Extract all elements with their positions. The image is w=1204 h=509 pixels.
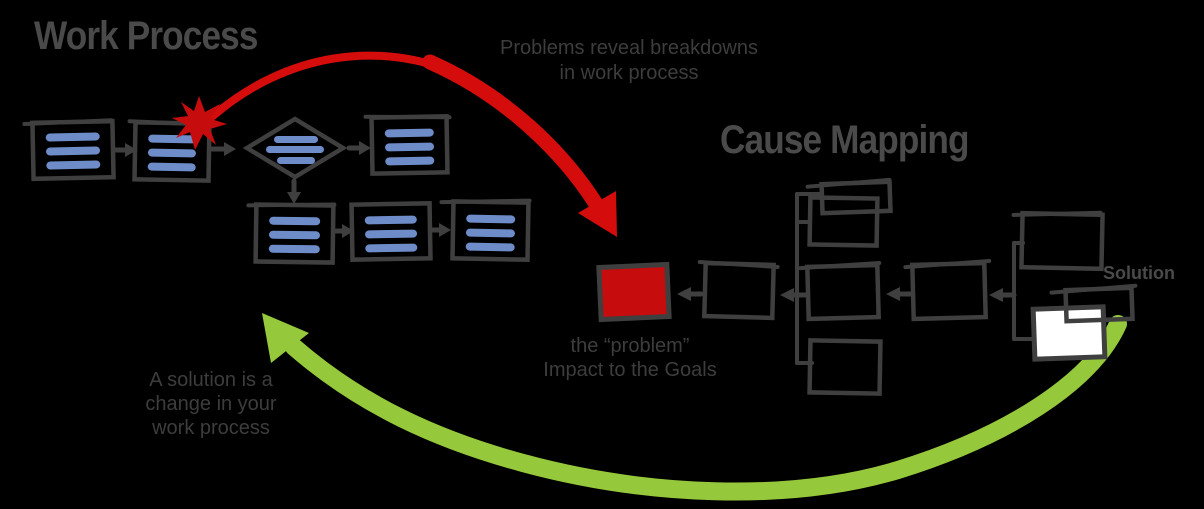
text-line-glyph [465, 242, 515, 252]
problem-box-red [596, 261, 672, 323]
process-step-6 [439, 198, 532, 262]
flow-arrow-right-icon [224, 142, 236, 156]
cause-box-6 [1011, 210, 1105, 272]
text-line-glyph [268, 230, 320, 240]
problems-annotation: Problems reveal breakdowns in work proce… [479, 36, 779, 86]
cause-arrow-left-icon [886, 287, 900, 301]
annotation-line: Problems reveal breakdowns [500, 37, 758, 59]
text-line-glyph [46, 160, 101, 170]
text-line-glyph [147, 148, 196, 158]
caption-line: the “problem” [570, 335, 690, 357]
diamond-shape [242, 116, 348, 180]
process-step-2 [127, 119, 215, 183]
cause-box [909, 260, 989, 322]
red-problem-box [596, 261, 672, 323]
green-solution-box [1063, 285, 1135, 324]
text-line-glyph [147, 162, 196, 172]
text-line-glyph [365, 243, 418, 253]
green-arrowhead-icon [262, 313, 309, 363]
text-line-glyph [46, 146, 101, 156]
problem-caption: the “problem” Impact to the Goals [505, 334, 755, 382]
cause-box-3 [798, 261, 882, 322]
text-line-glyph [365, 229, 418, 239]
red-arrow-body [422, 54, 604, 212]
flow-arrow-right-icon [439, 223, 451, 237]
text-line-glyph [385, 156, 435, 166]
sketch-stroke [439, 198, 532, 205]
white-solution-box [1030, 304, 1108, 362]
process-step-4 [246, 202, 337, 265]
text-line-glyph [45, 132, 100, 142]
solution-annotation: A solution is a change in your work proc… [110, 368, 312, 440]
cause-mapping-title: Cause Mapping [720, 118, 970, 162]
cause-box [807, 338, 883, 396]
solution-box-green [1049, 283, 1138, 324]
solution-label: Solution [1103, 263, 1175, 283]
sketch-stroke [697, 259, 780, 270]
text-line-glyph [385, 142, 435, 152]
flow-arrow-right-icon [359, 141, 371, 155]
process-step-3 [363, 114, 452, 176]
text-line-glyph [148, 134, 197, 144]
sketch-stroke [1011, 210, 1103, 217]
sketch-stroke [798, 261, 882, 271]
cause-box [1019, 210, 1105, 272]
cause-arrow-left-icon [989, 288, 1003, 302]
annotation-line: in work process [559, 62, 699, 84]
process-step-5 [349, 201, 433, 262]
cause-arrow-left-icon [677, 287, 691, 301]
text-line-glyph [466, 214, 516, 224]
cause-box [805, 262, 881, 322]
flow-arrow-right-icon [125, 143, 137, 157]
annotation-line: A solution is a [149, 369, 273, 391]
flow-arrow-down-icon [287, 192, 301, 204]
sketch-stroke [363, 114, 452, 120]
text-line-glyph [274, 136, 318, 143]
process-step-1 [22, 118, 116, 182]
text-line-glyph [266, 146, 324, 153]
sketch-stroke [246, 202, 337, 208]
problem-starburst-icon [172, 96, 227, 150]
decision-diamond [242, 116, 348, 180]
text-line-glyph [384, 128, 434, 138]
caption-line: Impact to the Goals [543, 359, 717, 381]
cause-arrow-left-icon [780, 288, 794, 302]
solution-box-white [1030, 304, 1108, 362]
cause-box-2 [807, 195, 880, 248]
sketch-stroke [22, 118, 114, 127]
text-line-glyph [465, 228, 515, 238]
text-line-glyph [269, 216, 321, 226]
green-arrow-body [285, 315, 1127, 501]
cause-box-1 [697, 259, 780, 321]
annotation-line: change in your [145, 393, 277, 415]
cause-box [701, 260, 776, 321]
sketch-stroke [903, 258, 992, 270]
red-arrowhead-icon [578, 191, 617, 237]
flow-arrow-right-icon [342, 224, 354, 238]
cause-box [807, 195, 880, 248]
work-process-title: Work Process [34, 14, 258, 58]
cause-box-5 [903, 258, 992, 322]
annotation-line: work process [152, 417, 270, 439]
cause-box-4 [807, 338, 883, 396]
text-line-glyph [364, 215, 417, 225]
text-line-glyph [268, 244, 320, 254]
text-line-glyph [277, 157, 315, 164]
